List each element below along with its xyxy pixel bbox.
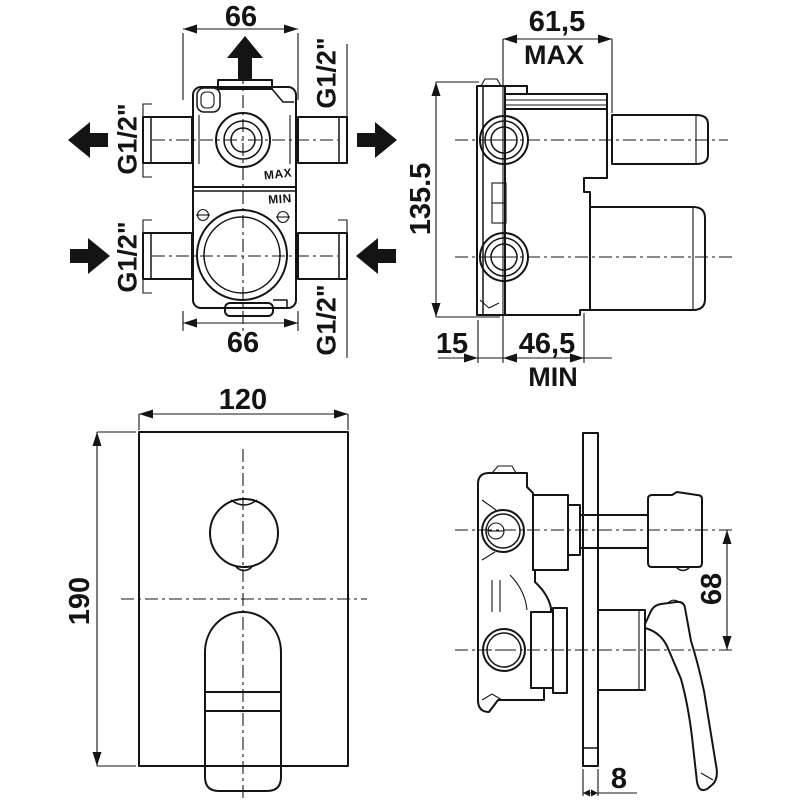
dimension-plate-thickness: 8 bbox=[582, 763, 637, 797]
centerlines-side bbox=[455, 139, 735, 258]
rough-body-behind-wall bbox=[477, 465, 581, 713]
port-size-label-left-top: G1/2" bbox=[112, 103, 142, 174]
dim-plate-height-label: 190 bbox=[64, 577, 96, 625]
port-size-label-top-right: G1/2" bbox=[311, 37, 341, 108]
view-trim-front: 120 190 bbox=[64, 384, 367, 800]
dim-width-bottom-label: 66 bbox=[227, 327, 259, 359]
cast-min-label: MIN bbox=[268, 191, 292, 207]
centerlines-front bbox=[152, 47, 338, 332]
flow-arrow-right-in-icon bbox=[356, 238, 396, 274]
dim-depth-min-label: 46,5 bbox=[519, 328, 575, 360]
dimension-plate-height: 190 bbox=[64, 431, 136, 767]
dim-width-top-label: 66 bbox=[225, 1, 257, 33]
dimension-depth-max: 61,5 MAX bbox=[503, 6, 613, 113]
flow-arrow-left-out-icon bbox=[68, 122, 108, 158]
lower-inlet-cylinder bbox=[589, 206, 706, 311]
centerlines-trim-front bbox=[121, 449, 367, 800]
rough-valve-body-side bbox=[476, 78, 709, 316]
dim-plate-width-label: 120 bbox=[219, 384, 267, 416]
dimension-plate-width: 120 bbox=[138, 384, 349, 430]
dim-wall-min-label: 15 bbox=[436, 328, 468, 360]
cast-max-label: MAX bbox=[263, 166, 292, 183]
port-size-label-left-bottom: G1/2" bbox=[112, 221, 142, 292]
flow-arrow-up-icon bbox=[227, 36, 263, 80]
diverter-knob-side bbox=[647, 491, 703, 572]
view-rough-in-side: 61,5 MAX 135.5 bbox=[405, 6, 735, 392]
dim-plate-thickness-label: 8 bbox=[611, 763, 627, 795]
flow-arrow-right-out-icon bbox=[357, 122, 397, 158]
lever-handle-side bbox=[597, 599, 718, 792]
dimension-width-top: 66 bbox=[182, 1, 299, 100]
trim-plate-side bbox=[582, 432, 599, 767]
dim-depth-max-word: MAX bbox=[524, 40, 584, 70]
dimension-wall-min: 15 46,5 MIN bbox=[436, 313, 612, 392]
port-leaders bbox=[142, 44, 348, 358]
rough-valve-body-front: MAX MIN bbox=[142, 79, 348, 317]
dimension-width-bottom: 66 bbox=[182, 311, 299, 359]
dimension-handle-span: 68 bbox=[696, 530, 732, 650]
dim-handle-span-label: 68 bbox=[696, 573, 728, 605]
upper-outlet-cylinder bbox=[611, 114, 709, 165]
dimension-height: 135.5 bbox=[405, 81, 500, 318]
centerlines-trim-side bbox=[455, 529, 733, 651]
diverter-knob-front bbox=[209, 498, 279, 572]
dim-depth-min-word: MIN bbox=[528, 362, 578, 392]
dim-depth-max-label: 61,5 bbox=[529, 6, 585, 38]
view-trim-side: 68 8 bbox=[455, 432, 733, 797]
port-size-label-bottom-right: G1/2" bbox=[311, 284, 341, 355]
view-rough-in-front: 66 bbox=[68, 1, 397, 359]
flow-arrow-left-in-icon bbox=[70, 238, 110, 274]
dim-height-label: 135.5 bbox=[405, 163, 437, 236]
